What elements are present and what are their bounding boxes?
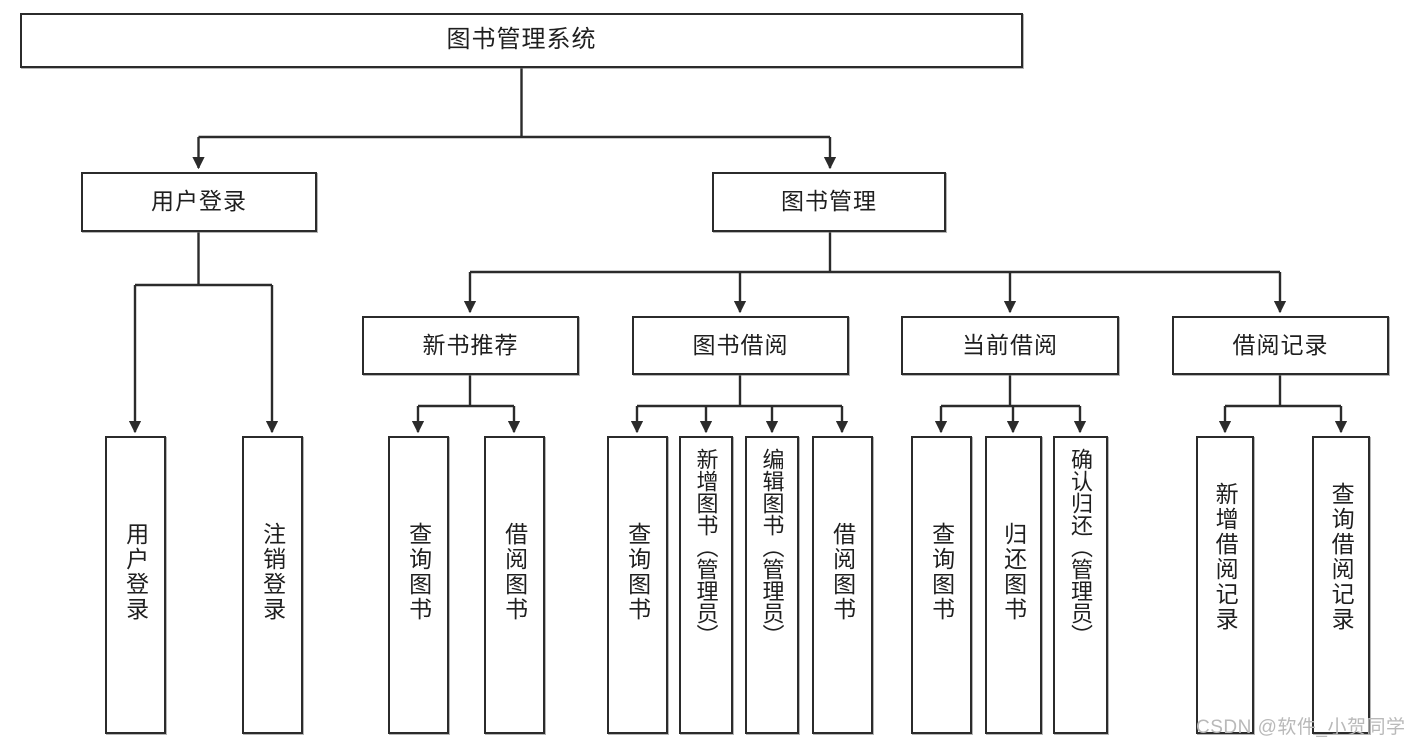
node-user-login[interactable]: 用户登录: [81, 172, 317, 232]
watermark-text: CSDN @软件_小贺同学: [1196, 717, 1405, 738]
node-label: 注销登录: [259, 522, 286, 622]
node-label: 新书推荐: [422, 331, 519, 358]
node-label: 当前借阅: [962, 331, 1058, 358]
node-label: 用户登录: [122, 522, 149, 622]
node-label: 编辑图书（管理员）: [759, 448, 785, 646]
node-label: 用户登录: [151, 188, 247, 215]
leaf-logout[interactable]: 注销登录: [242, 436, 303, 734]
leaf-add-book-admin[interactable]: 新增图书（管理员）: [679, 436, 733, 734]
node-new-book-rec[interactable]: 新书推荐: [362, 316, 579, 375]
node-label: 归还图书: [1000, 522, 1027, 622]
leaf-query-book-new-rec[interactable]: 查询图书: [388, 436, 449, 734]
node-label: 查询图书: [405, 522, 432, 622]
node-borrow-record[interactable]: 借阅记录: [1172, 316, 1389, 375]
leaf-borrow-book[interactable]: 借阅图书: [812, 436, 873, 734]
node-label: 查询图书: [624, 522, 651, 622]
node-current-borrow[interactable]: 当前借阅: [901, 316, 1119, 375]
leaf-borrow-book-new-rec[interactable]: 借阅图书: [484, 436, 545, 734]
node-label: 新增图书（管理员）: [693, 448, 719, 646]
node-label: 查询借阅记录: [1328, 482, 1355, 632]
node-label: 借阅记录: [1232, 331, 1329, 358]
node-label: 借阅图书: [501, 522, 528, 622]
leaf-edit-book-admin[interactable]: 编辑图书（管理员）: [745, 436, 799, 734]
leaf-query-book-current[interactable]: 查询图书: [911, 436, 972, 734]
node-book-manage[interactable]: 图书管理: [712, 172, 946, 232]
node-label: 图书管理系统: [446, 26, 597, 54]
node-label: 图书管理: [781, 188, 877, 215]
leaf-confirm-return-admin[interactable]: 确认归还（管理员）: [1053, 436, 1108, 734]
csdn-watermark: CSDN @软件_小贺同学: [1196, 712, 1405, 739]
node-label: 查询图书: [928, 522, 955, 622]
leaf-add-borrow-record[interactable]: 新增借阅记录: [1196, 436, 1254, 734]
leaf-query-borrow-record[interactable]: 查询借阅记录: [1312, 436, 1370, 734]
node-book-borrow[interactable]: 图书借阅: [632, 316, 849, 375]
node-label: 确认归还（管理员）: [1068, 448, 1094, 646]
leaf-query-book-borrow[interactable]: 查询图书: [607, 436, 668, 734]
node-label: 借阅图书: [829, 522, 856, 622]
node-label: 新增借阅记录: [1212, 482, 1239, 632]
node-root-system[interactable]: 图书管理系统: [20, 13, 1023, 68]
leaf-return-book[interactable]: 归还图书: [985, 436, 1042, 734]
node-label: 图书借阅: [692, 331, 789, 358]
leaf-user-login[interactable]: 用户登录: [105, 436, 166, 734]
